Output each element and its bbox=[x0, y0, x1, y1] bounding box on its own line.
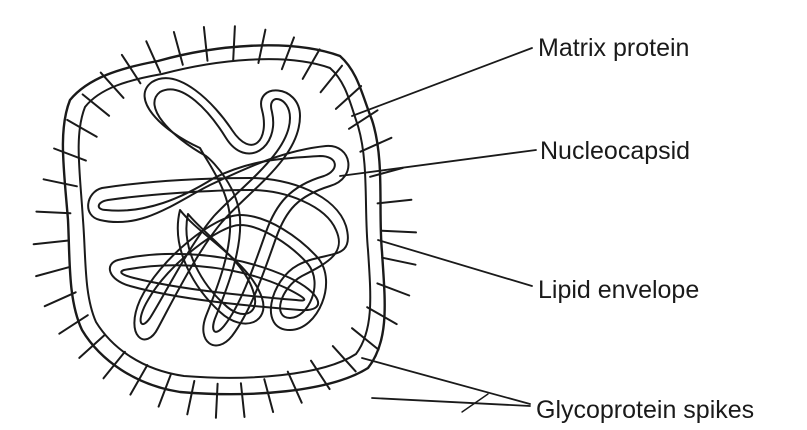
label-nucleocapsid: Nucleocapsid bbox=[540, 137, 690, 165]
glycoprotein-spike bbox=[288, 372, 302, 403]
glycoprotein-spike bbox=[241, 383, 245, 417]
leader-lipid-envelope bbox=[378, 240, 532, 286]
glycoprotein-spike bbox=[367, 307, 397, 324]
glycoprotein-spike bbox=[54, 149, 86, 161]
label-glycoprotein-spikes: Glycoprotein spikes bbox=[536, 396, 754, 424]
glycoprotein-spike bbox=[36, 212, 70, 214]
label-matrix-protein: Matrix protein bbox=[538, 34, 689, 62]
leader-lines bbox=[340, 48, 536, 412]
glycoprotein-spike bbox=[44, 179, 77, 186]
glycoprotein-spike bbox=[174, 32, 183, 65]
glycoprotein-spike bbox=[282, 37, 294, 69]
glycoprotein-spike bbox=[233, 26, 235, 60]
glycoprotein-spike bbox=[382, 231, 416, 233]
glycoprotein-spike bbox=[146, 41, 160, 72]
glycoprotein-spike bbox=[204, 27, 208, 61]
leader-spike-lower bbox=[372, 398, 530, 406]
glycoprotein-spike bbox=[333, 346, 356, 371]
glycoprotein-spike bbox=[34, 241, 68, 245]
glycoprotein-spike bbox=[352, 328, 379, 349]
glycoprotein-spike bbox=[377, 283, 409, 295]
glycoprotein-spike bbox=[187, 381, 194, 414]
glycoprotein-spike bbox=[67, 120, 97, 137]
glycoprotein-spike bbox=[264, 379, 273, 412]
glycoprotein-spike bbox=[382, 258, 415, 265]
leader-nucleocapsid bbox=[340, 150, 536, 176]
leader-spike-upper bbox=[362, 358, 530, 404]
glycoprotein-spike bbox=[36, 267, 69, 276]
glycoprotein-spike bbox=[378, 200, 412, 204]
nucleocapsid-coil bbox=[88, 78, 348, 345]
leader-matrix-protein bbox=[352, 48, 532, 116]
glycoprotein-spike bbox=[216, 384, 218, 418]
label-lipid-envelope: Lipid envelope bbox=[538, 276, 699, 304]
